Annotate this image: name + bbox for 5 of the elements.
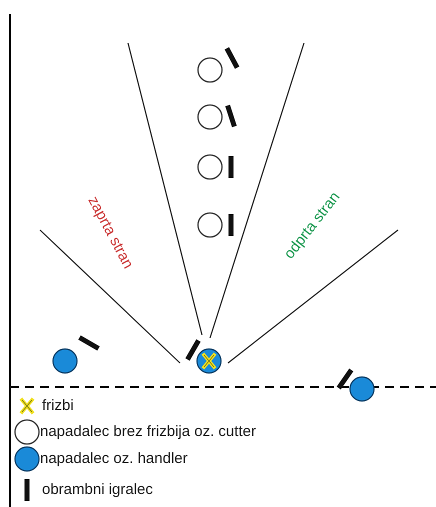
- zone-label: zaprta stran: [84, 193, 136, 271]
- legend-text: obrambni igralec: [42, 481, 153, 499]
- legend-text: napadalec oz. handler: [40, 450, 188, 468]
- legend-text: napadalec brez frizbija oz. cutter: [40, 423, 256, 441]
- legend-text: frizbi: [42, 397, 74, 415]
